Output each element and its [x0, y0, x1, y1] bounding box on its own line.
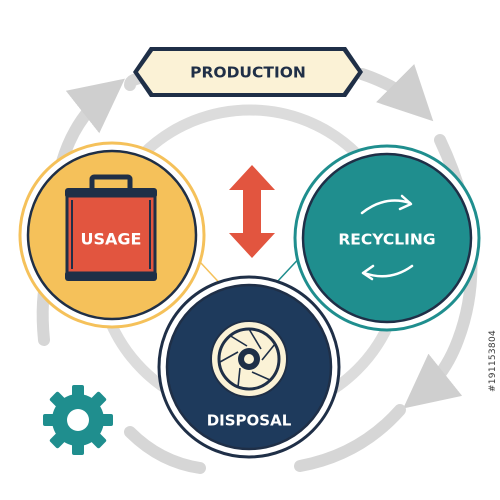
- ring-arc-top-right: [356, 63, 434, 122]
- usage-label: USAGE: [81, 230, 142, 249]
- stock-id-watermark: #191153804: [488, 330, 498, 393]
- ring-arc-top-left: [56, 78, 125, 168]
- recycling-node: RECYCLING: [293, 144, 481, 332]
- ring-arc-bottom: [124, 426, 206, 474]
- gear-icon: [43, 385, 113, 455]
- recycling-label: RECYCLING: [338, 231, 435, 249]
- disposal-node: DISPOSAL: [157, 275, 341, 459]
- production-banner: PRODUCTION: [133, 47, 363, 97]
- double-arrow-icon: [229, 165, 275, 258]
- production-label: PRODUCTION: [190, 64, 306, 82]
- usage-node: USAGE: [18, 141, 206, 329]
- disposal-label: DISPOSAL: [207, 412, 292, 430]
- ring-arc-bottom-right: [294, 404, 406, 472]
- aperture-icon: [210, 320, 288, 398]
- canister-icon: [65, 174, 157, 281]
- recycle-arrows-icon: [360, 194, 414, 281]
